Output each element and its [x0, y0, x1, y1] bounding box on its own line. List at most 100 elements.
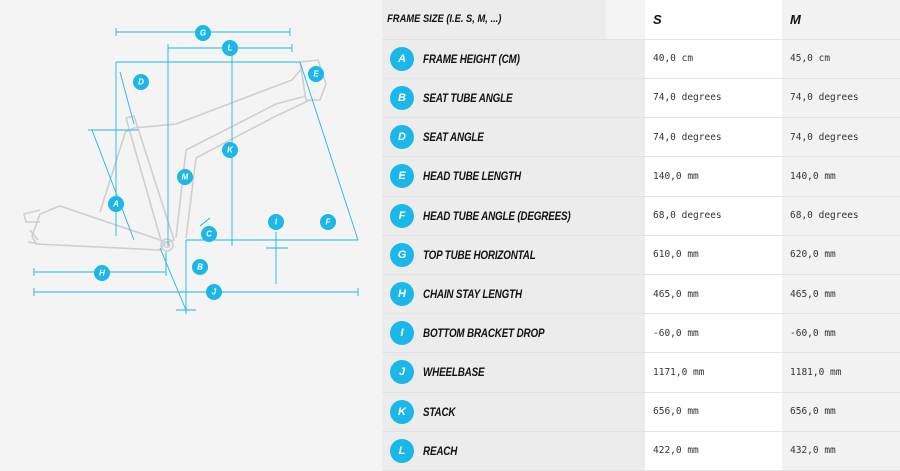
diagram-label-g: G: [195, 25, 211, 41]
svg-text:I: I: [275, 218, 278, 227]
value-s: -60,0 mm: [645, 313, 782, 354]
row-label-cell: G TOP TUBE HORIZONTAL: [382, 235, 645, 275]
bike-frame-outline: [23, 59, 327, 252]
svg-text:A: A: [112, 200, 119, 209]
diagram-label-m: M: [177, 169, 193, 185]
value-s: 610,0 mm: [645, 235, 782, 275]
value-s: 74,0 degrees: [645, 78, 782, 119]
value-m: 74,0 degrees: [782, 117, 900, 158]
row-label: BOTTOM BRACKET DROP: [423, 326, 545, 341]
row-label: SEAT ANGLE: [423, 130, 484, 145]
frame-geometry-diagram: G L D E K M A I F C B H J: [23, 25, 359, 314]
value-s: 465,0 mm: [645, 274, 782, 315]
measurement-lines: [33, 28, 359, 314]
row-label-cell: J WHEELBASE: [382, 352, 645, 393]
value-s: 656,0 mm: [645, 392, 782, 432]
row-label-cell: A FRAME HEIGHT (CM): [382, 39, 645, 79]
value-m: 45,0 cm: [782, 39, 900, 79]
svg-text:K: K: [227, 146, 234, 155]
value-m: 1181,0 mm: [782, 352, 900, 393]
svg-text:M: M: [182, 173, 189, 182]
value-m: 465,0 mm: [782, 274, 900, 315]
diagram-label-c: C: [201, 226, 217, 242]
row-label-cell: I BOTTOM BRACKET DROP: [382, 313, 645, 354]
row-label-cell: B SEAT TUBE ANGLE: [382, 78, 645, 119]
row-label: TOP TUBE HORIZONTAL: [423, 247, 536, 262]
row-key-badge: G: [390, 242, 414, 267]
row-label: SEAT TUBE ANGLE: [423, 90, 513, 105]
diagram-label-l: L: [222, 40, 238, 56]
svg-text:C: C: [206, 230, 212, 239]
diagram-label-d: D: [133, 74, 149, 90]
row-label: FRAME HEIGHT (CM): [423, 51, 520, 66]
row-label-cell: F HEAD TUBE ANGLE (DEGREES): [382, 196, 645, 236]
value-m: 432,0 mm: [782, 431, 900, 471]
geometry-table: FRAME SIZE (I.E. S, M, ...) S M A FRAME H…: [382, 0, 900, 471]
row-label-cell: H CHAIN STAY LENGTH: [382, 274, 645, 315]
value-s: 422,0 mm: [645, 431, 782, 471]
row-label: STACK: [423, 404, 456, 419]
row-label: HEAD TUBE ANGLE (DEGREES): [423, 208, 571, 223]
svg-text:H: H: [99, 269, 105, 278]
size-s-header: S: [645, 0, 782, 40]
value-s: 68,0 degrees: [645, 196, 782, 236]
svg-text:J: J: [212, 288, 217, 297]
diagram-label-i: I: [268, 214, 284, 230]
row-key-badge: I: [390, 321, 414, 346]
diagram-label-e: E: [308, 66, 324, 82]
row-label-cell: E HEAD TUBE LENGTH: [382, 156, 645, 197]
row-label-cell: L REACH: [382, 431, 645, 471]
value-m: 140,0 mm: [782, 156, 900, 197]
row-key-badge: E: [390, 164, 414, 189]
svg-text:D: D: [138, 78, 144, 87]
value-s: 140,0 mm: [645, 156, 782, 197]
row-label-cell: D SEAT ANGLE: [382, 117, 645, 158]
value-s: 40,0 cm: [645, 39, 782, 79]
diagram-label-b: B: [192, 259, 208, 275]
value-m: 74,0 degrees: [782, 78, 900, 119]
diagram-label-h: H: [94, 265, 110, 281]
dimension-labels: G L D E K M A I F C B H J: [94, 25, 336, 300]
row-key-badge: F: [390, 203, 414, 228]
row-label: WHEELBASE: [423, 365, 485, 380]
diagram-label-f: F: [320, 214, 336, 230]
row-key-badge: A: [390, 46, 414, 71]
row-key-badge: L: [390, 438, 414, 463]
row-label-cell: K STACK: [382, 392, 645, 432]
table-row: I BOTTOM BRACKET DROP -60,0 mm-60,0 mm: [382, 313, 900, 354]
row-key-badge: J: [390, 360, 414, 385]
row-label: HEAD TUBE LENGTH: [423, 169, 521, 184]
frame-size-header: FRAME SIZE (I.E. S, M, ...): [382, 0, 606, 40]
svg-text:E: E: [313, 70, 319, 79]
value-m: 620,0 mm: [782, 235, 900, 275]
value-m: -60,0 mm: [782, 313, 900, 354]
table-header-row: FRAME SIZE (I.E. S, M, ...) S M: [382, 0, 900, 40]
size-m-header: M: [782, 0, 900, 40]
svg-text:B: B: [197, 263, 203, 272]
row-label: REACH: [423, 443, 458, 458]
row-key-badge: B: [390, 85, 414, 110]
row-label: CHAIN STAY LENGTH: [423, 287, 522, 301]
row-key-badge: H: [390, 282, 414, 306]
svg-text:F: F: [326, 218, 332, 227]
svg-text:L: L: [228, 44, 233, 53]
diagram-label-k: K: [222, 142, 238, 158]
value-s: 1171,0 mm: [645, 352, 782, 393]
row-key-badge: K: [390, 399, 414, 424]
svg-text:G: G: [200, 29, 206, 38]
row-key-badge: D: [390, 125, 414, 150]
diagram-label-j: J: [206, 284, 222, 300]
value-m: 68,0 degrees: [782, 196, 900, 236]
value-s: 74,0 degrees: [645, 117, 782, 158]
value-m: 656,0 mm: [782, 392, 900, 432]
